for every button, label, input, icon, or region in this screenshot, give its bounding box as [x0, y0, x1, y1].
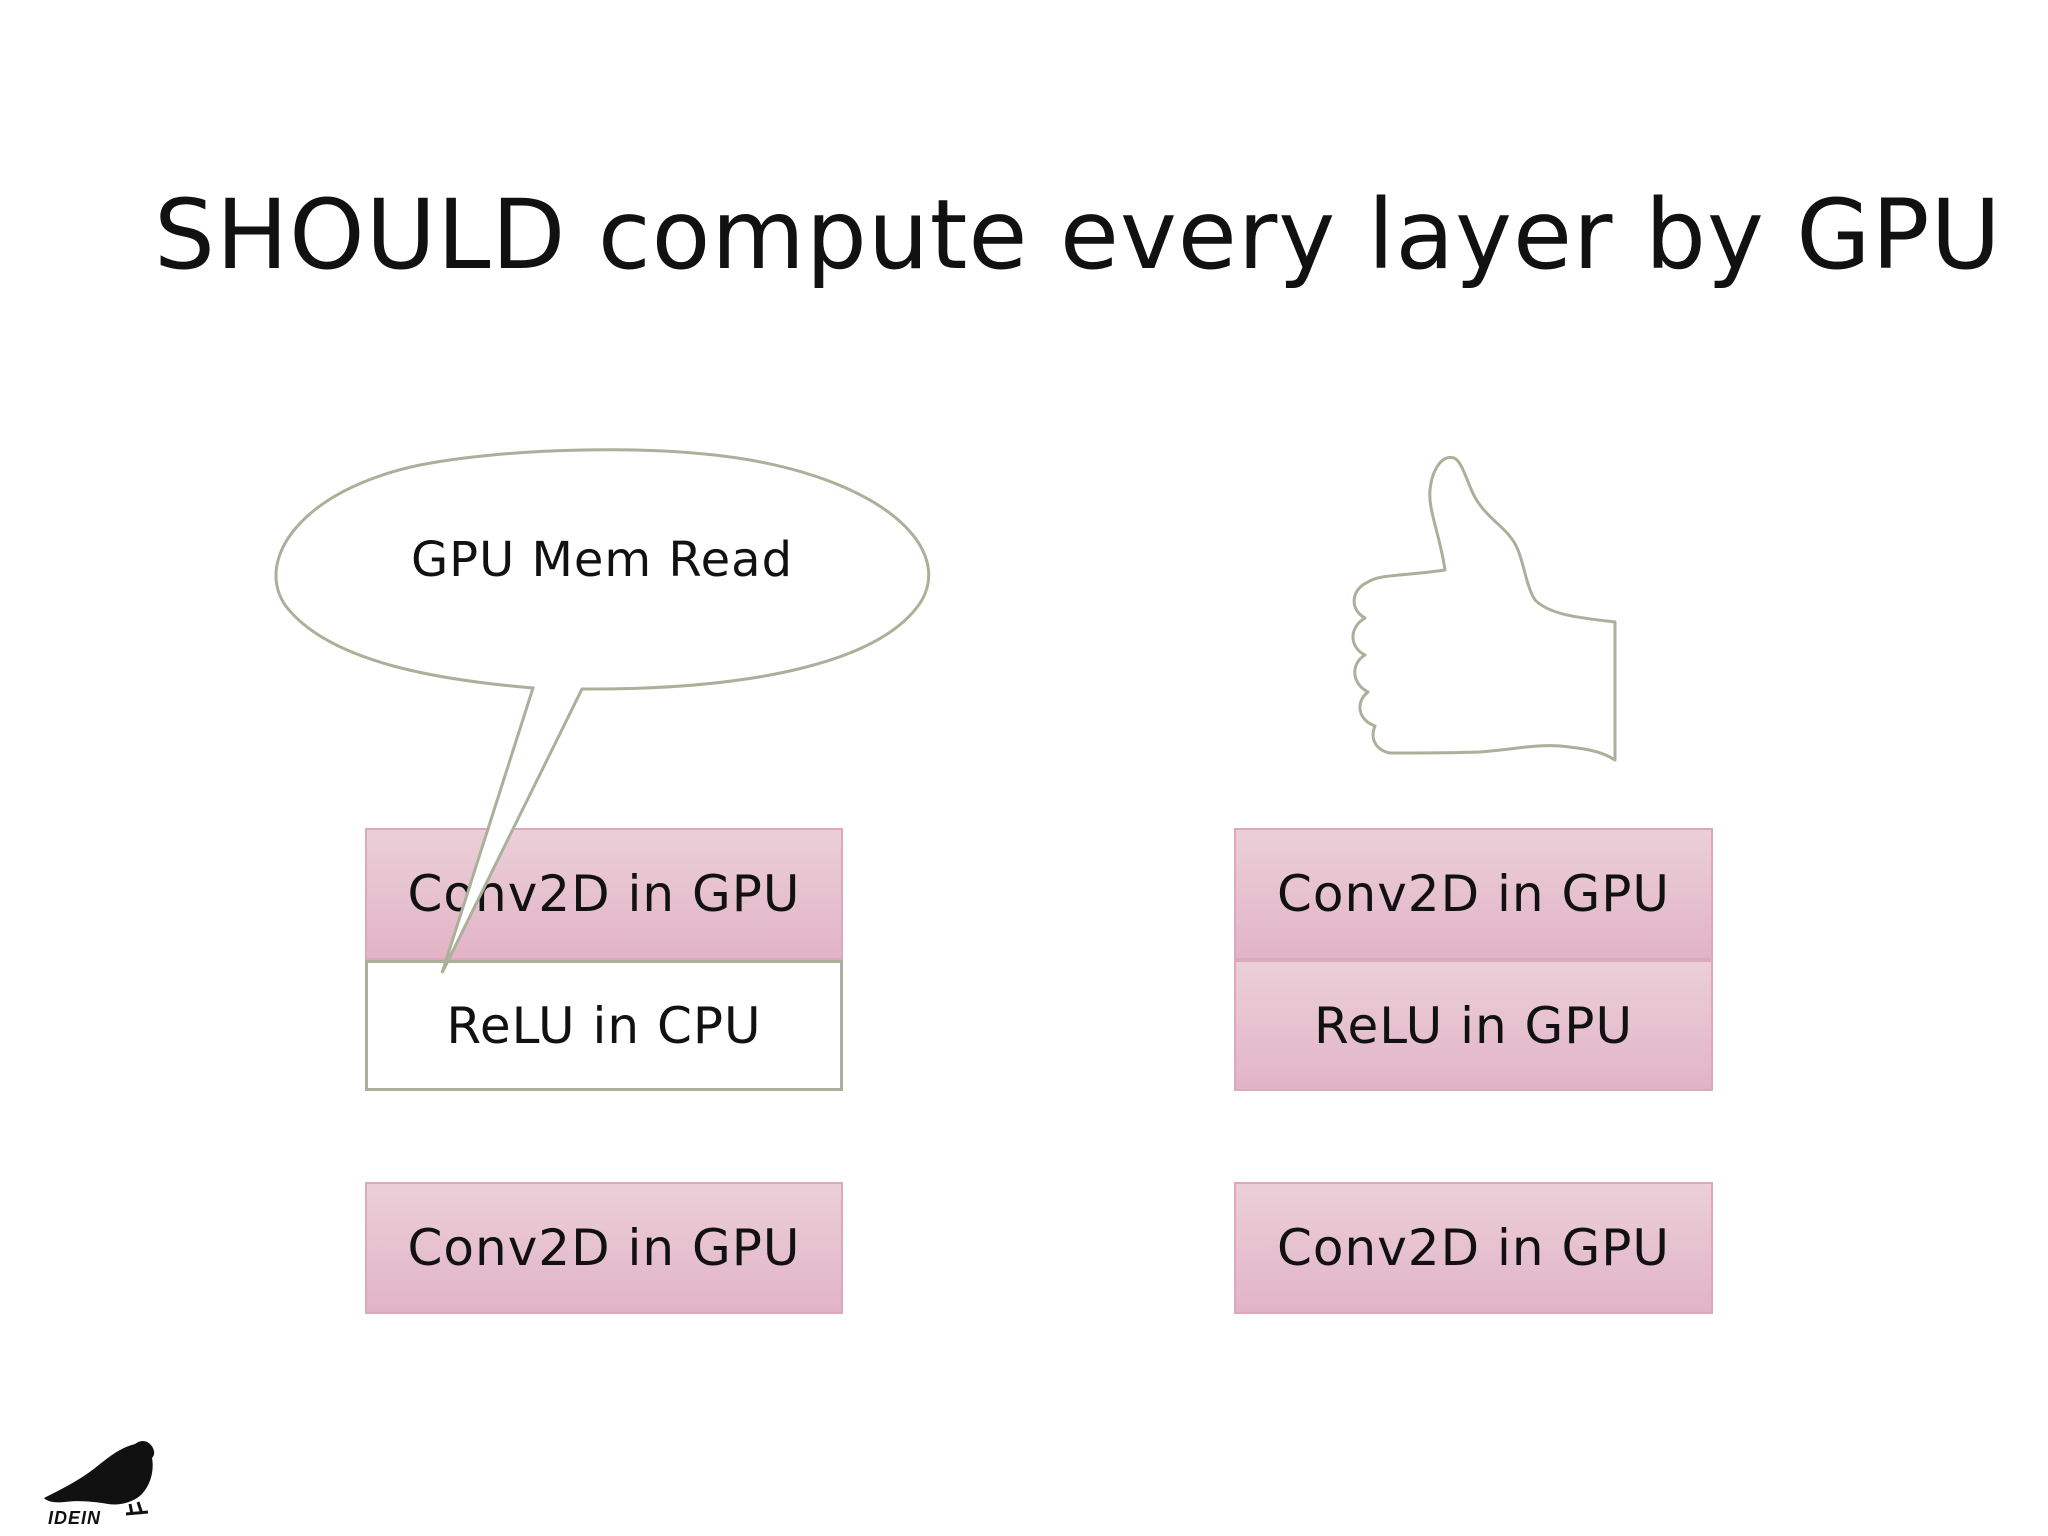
layer-label: Conv2D in GPU — [407, 1219, 801, 1277]
layer-label: ReLU in GPU — [1313, 996, 1634, 1055]
right-conv2d-gpu-layer-bottom: Conv2D in GPU — [1234, 1182, 1713, 1314]
callout-text: GPU Mem Read — [410, 532, 794, 588]
logo-text: IDEIN — [48, 1508, 101, 1528]
layer-label: Conv2D in GPU — [1277, 865, 1670, 923]
thumbs-up-icon — [1351, 455, 1617, 762]
right-relu-gpu-layer: ReLU in GPU — [1234, 960, 1713, 1091]
left-relu-cpu-layer: ReLU in CPU — [365, 960, 843, 1091]
speech-bubble-callout — [274, 448, 931, 974]
layer-label: Conv2D in GPU — [1277, 1219, 1670, 1277]
crow-logo-icon: IDEIN — [44, 1441, 155, 1528]
layer-label: ReLU in CPU — [446, 996, 762, 1055]
slide-title: SHOULD compute every layer by GPU — [154, 179, 2002, 291]
right-conv2d-gpu-layer: Conv2D in GPU — [1234, 828, 1713, 960]
left-conv2d-gpu-layer-bottom: Conv2D in GPU — [365, 1182, 843, 1314]
